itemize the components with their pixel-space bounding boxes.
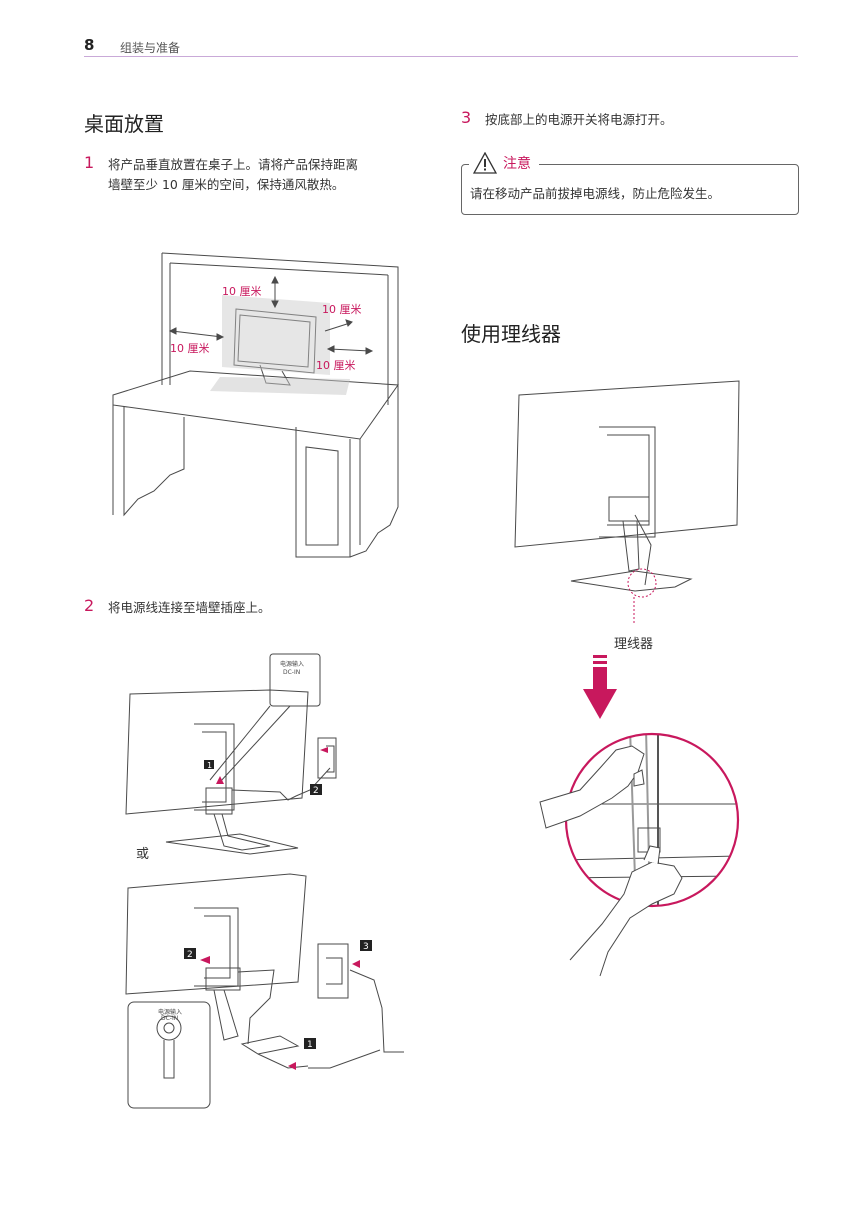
cable-holder-closeup-illustration (540, 728, 740, 978)
cable-holder-label: 理线器 (614, 637, 654, 652)
callout-a-2: 2 (313, 786, 319, 796)
step-1-line1: 将产品垂直放置在桌子上。请将产品保持距离 (108, 157, 359, 172)
jack-label-top-b: 电源输入 (158, 1008, 182, 1016)
step-3-text: 按底部上的电源开关将电源打开。 (485, 112, 673, 127)
power-connection-illustration-b: 2 3 1 电源输入 DC-IN (120, 868, 405, 1113)
callout-b-3: 3 (363, 942, 369, 952)
step-1-line2: 墙壁至少 10 厘米的空间，保持通风散热。 (108, 177, 345, 192)
cable-holder-heading: 使用理线器 (461, 322, 561, 346)
caution-box: 注意 请在移动产品前拔掉电源线，防止危险发生。 (461, 150, 799, 215)
callout-b-1: 1 (307, 1040, 313, 1050)
step-1-number: 1 (84, 153, 95, 172)
clearance-label-top: 10 厘米 (222, 285, 262, 298)
step-3: 3 按底部上的电源开关将电源打开。 (461, 108, 801, 132)
clearance-label-left: 10 厘米 (170, 342, 210, 355)
caution-text: 请在移动产品前拔掉电源线，防止危险发生。 (470, 186, 721, 201)
step-2-number: 2 (84, 596, 95, 615)
callout-a-1: 1 (207, 761, 212, 770)
desk-clearance-illustration: 10 厘米 10 厘米 10 厘米 10 厘米 (110, 245, 410, 565)
header-title: 组装与准备 (120, 41, 181, 55)
callout-b-2: 2 (187, 950, 193, 960)
down-arrow-icon (583, 655, 617, 719)
step-2: 2 将电源线连接至墙壁插座上。 (84, 596, 424, 620)
page-header: 8 组装与准备 (84, 36, 798, 57)
page-number: 8 (84, 36, 95, 54)
warning-icon (473, 152, 497, 174)
jack-label-top-a: 电源输入 (280, 660, 304, 668)
clearance-label-right: 10 厘米 (316, 359, 356, 372)
clearance-label-right-top: 10 厘米 (322, 303, 362, 316)
desk-placement-heading: 桌面放置 (84, 112, 164, 136)
step-1: 1 将产品垂直放置在桌子上。请将产品保持距离 墙壁至少 10 厘米的空间，保持通… (84, 153, 424, 197)
step-2-text: 将电源线连接至墙壁插座上。 (108, 600, 271, 615)
power-connection-illustration-a: 1 2 电源输入 DC-IN (120, 650, 360, 860)
jack-label-bottom-a: DC-IN (283, 669, 300, 676)
jack-label-bottom-b: DC-IN (161, 1015, 178, 1022)
step-3-number: 3 (461, 108, 472, 127)
cable-holder-illustration (505, 375, 750, 625)
caution-title: 注意 (503, 156, 531, 172)
or-label: 或 (136, 847, 150, 862)
